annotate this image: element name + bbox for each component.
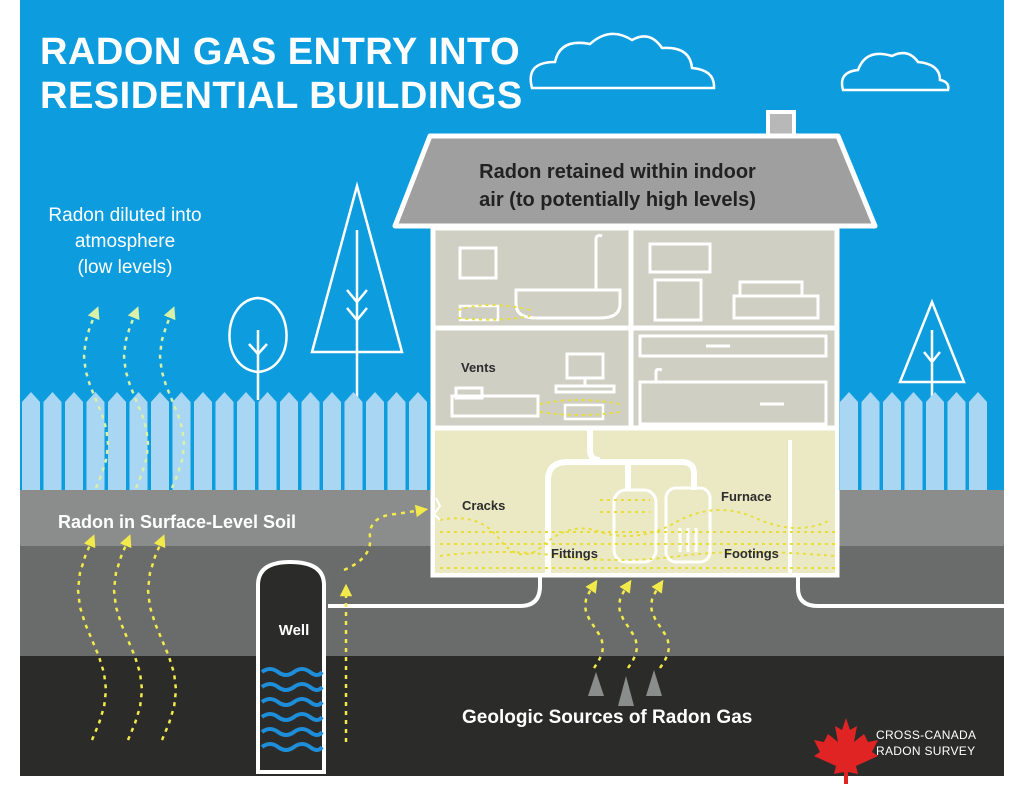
brand-line: CROSS-CANADA bbox=[876, 728, 977, 742]
fence-picket bbox=[387, 392, 406, 490]
radon-arrow bbox=[343, 504, 429, 572]
well bbox=[256, 559, 326, 774]
tree-icon bbox=[310, 181, 404, 400]
fence-picket bbox=[366, 392, 384, 490]
radon-arrow bbox=[649, 579, 671, 669]
fence-picket bbox=[947, 392, 966, 490]
bed-icon bbox=[732, 280, 820, 320]
picture-frame-icon bbox=[458, 246, 498, 280]
tv-icon bbox=[554, 352, 616, 394]
radon-arrow bbox=[82, 306, 110, 489]
bathtub-icon bbox=[514, 234, 622, 320]
sewer-pipe bbox=[796, 575, 1004, 608]
dresser-icon bbox=[653, 278, 703, 322]
page-title-line-1: RADON GAS ENTRY INTO bbox=[40, 31, 521, 73]
atmosphere-note-line: (low levels) bbox=[77, 257, 173, 278]
fence-picket bbox=[861, 392, 880, 490]
radon-arrow bbox=[583, 579, 605, 669]
roof-label-line: air (to potentially high levels) bbox=[479, 189, 756, 211]
water-heater-icon bbox=[612, 488, 658, 564]
house bbox=[392, 110, 878, 578]
surface-soil-label: Radon in Surface-Level Soil bbox=[58, 512, 297, 532]
fence-picket bbox=[172, 392, 191, 490]
well-water bbox=[260, 667, 324, 752]
water-wave bbox=[260, 742, 324, 752]
water-wave bbox=[260, 682, 324, 692]
radon-arrow bbox=[158, 306, 186, 489]
radiator-icon bbox=[563, 403, 605, 421]
fence-picket bbox=[215, 392, 234, 490]
water-wave bbox=[260, 712, 324, 722]
maple-leaf-icon bbox=[814, 718, 878, 784]
fence-picket bbox=[43, 392, 62, 490]
rock-source-icon bbox=[588, 670, 662, 706]
fence-picket bbox=[22, 392, 40, 490]
geologic-sources-label: Geologic Sources of Radon Gas bbox=[462, 707, 753, 728]
cloud-large bbox=[529, 32, 716, 90]
fence-picket bbox=[258, 392, 277, 490]
foundation-crack bbox=[432, 497, 442, 521]
fence-picket bbox=[883, 392, 901, 490]
furnace-label: Furnace bbox=[721, 489, 772, 504]
page-title-line-2: RESIDENTIAL BUILDINGS bbox=[40, 75, 523, 117]
atmosphere-note-line: Radon diluted into bbox=[48, 205, 202, 226]
picket-fence bbox=[22, 392, 987, 490]
radon-arrow bbox=[122, 306, 150, 489]
furnace-icon bbox=[664, 486, 712, 564]
radon-arrow bbox=[146, 534, 178, 741]
fence-picket bbox=[65, 392, 83, 490]
radon-flow bbox=[439, 304, 836, 569]
water-wave bbox=[260, 667, 324, 677]
well-label: Well bbox=[278, 622, 310, 639]
brand-logo-text: CROSS-CANADA RADON SURVEY bbox=[876, 727, 976, 759]
cloud-small bbox=[840, 51, 950, 92]
fence-picket bbox=[86, 392, 105, 490]
fence-picket bbox=[409, 392, 427, 490]
fence-picket bbox=[323, 392, 341, 490]
water-wave bbox=[260, 697, 324, 707]
kitchen-icon bbox=[638, 334, 828, 426]
fence-picket bbox=[151, 392, 169, 490]
footings-label: Footings bbox=[724, 546, 779, 561]
roof-label: Radon retained within indoor air (to pot… bbox=[430, 158, 805, 214]
atmosphere-note-line: atmosphere bbox=[74, 231, 176, 252]
radon-arrow bbox=[112, 534, 144, 741]
window-icon bbox=[648, 242, 712, 274]
tree-icon bbox=[898, 298, 966, 400]
fence-picket bbox=[108, 392, 126, 490]
atmosphere-note: Radon diluted into atmosphere (low level… bbox=[30, 203, 220, 281]
fence-picket bbox=[969, 392, 987, 490]
basement bbox=[435, 430, 835, 573]
radon-arrow bbox=[617, 579, 639, 669]
radon-arrow bbox=[76, 534, 108, 741]
water-pipe bbox=[328, 575, 542, 608]
brand-line: RADON SURVEY bbox=[876, 744, 976, 758]
fence-picket bbox=[280, 392, 298, 490]
fence-picket bbox=[237, 392, 255, 490]
tree-icon bbox=[228, 296, 288, 400]
fence-picket bbox=[904, 392, 923, 490]
water-wave bbox=[260, 727, 324, 737]
roof-label-line: Radon retained within indoor bbox=[479, 161, 756, 183]
fence-picket bbox=[344, 392, 363, 490]
fence-picket bbox=[194, 392, 212, 490]
cracks-label: Cracks bbox=[462, 498, 506, 513]
fence-picket bbox=[840, 392, 858, 490]
couch-icon bbox=[450, 386, 540, 418]
fence-picket bbox=[301, 392, 320, 490]
fittings-label: Fittings bbox=[551, 546, 598, 561]
vents-label: Vents bbox=[461, 360, 496, 375]
duct-pipe bbox=[545, 430, 697, 575]
fence-picket bbox=[926, 392, 944, 490]
